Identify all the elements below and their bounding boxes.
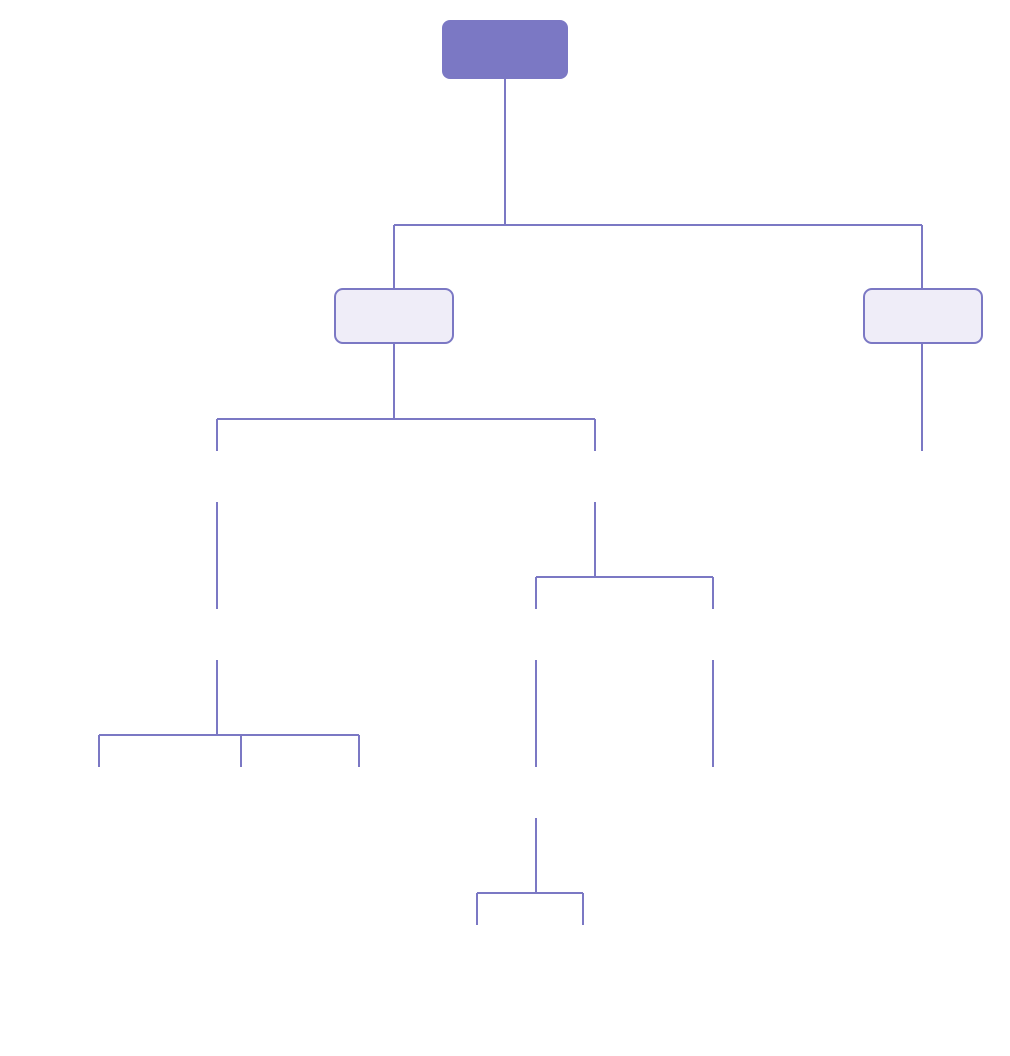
root-node[interactable] <box>442 20 568 79</box>
right-node[interactable] <box>863 288 983 344</box>
left-node[interactable] <box>334 288 454 344</box>
